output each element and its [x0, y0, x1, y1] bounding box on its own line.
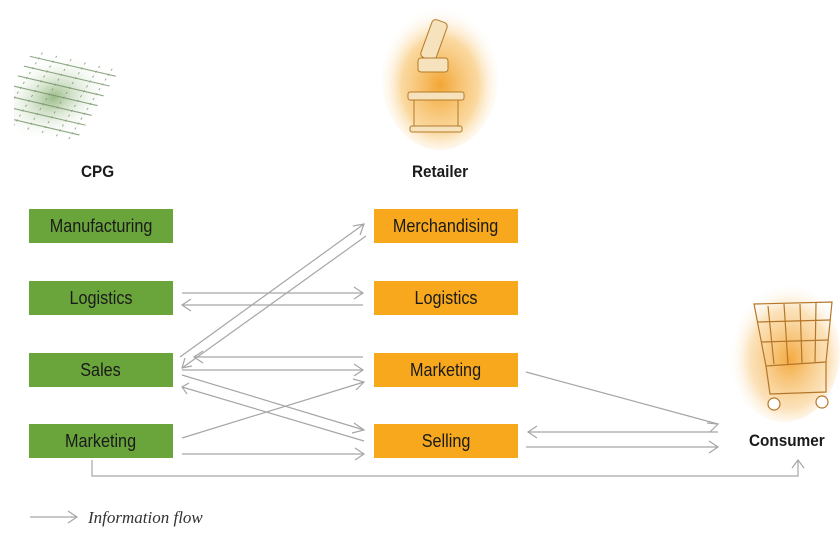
retailer-logistics-box: Logistics	[374, 281, 518, 315]
retailer-marketing-box: Marketing	[374, 353, 518, 387]
retailer-selling-box: Selling	[374, 424, 518, 458]
cpg-logistics-box: Logistics	[29, 281, 173, 315]
legend-arrow-icon	[30, 510, 79, 524]
cpg-logistics-label: Logistics	[69, 287, 133, 308]
arrow-merchandising-to-sales	[181, 235, 367, 369]
arrow-selling-to-sales	[181, 382, 365, 442]
cpg-marketing-box: Marketing	[29, 424, 173, 458]
arrow-sales-to-merchandising	[179, 223, 365, 358]
legend-label: Information flow	[88, 508, 203, 527]
arrow-consumer-to-selling	[526, 425, 718, 439]
cpg-manufacturing-box: Manufacturing	[29, 209, 173, 243]
arrow-sales-to-retailer-marketing	[182, 363, 365, 377]
shopping-cart-icon	[728, 282, 840, 422]
cpg-manufacturing-label: Manufacturing	[49, 215, 153, 236]
arrow-retailer-marketing-to-sales	[192, 350, 363, 364]
arrow-cpg-marketing-to-retailer-marketing	[181, 378, 366, 439]
retailer-logistics-label: Logistics	[414, 287, 478, 308]
circuit-grid-icon	[14, 48, 123, 144]
retailer-merchandising-label: Merchandising	[393, 215, 499, 236]
robot-arm-icon	[382, 6, 498, 150]
retailer-header: Retailer	[412, 162, 469, 181]
cpg-marketing-label: Marketing	[65, 430, 137, 451]
retailer-marketing-label: Marketing	[410, 359, 482, 380]
arrow-cpg-marketing-to-consumer	[91, 459, 805, 477]
arrow-retailer-logistics-to-cpg-logistics	[180, 298, 363, 312]
retailer-selling-label: Selling	[421, 430, 471, 451]
arrow-cpg-marketing-to-selling	[182, 447, 366, 461]
consumer-header: Consumer	[749, 431, 825, 450]
cpg-sales-label: Sales	[80, 359, 122, 380]
retailer-merchandising-box: Merchandising	[374, 209, 518, 243]
arrow-retailer-marketing-to-consumer	[525, 371, 720, 433]
arrow-sales-to-selling	[181, 374, 366, 434]
cpg-sales-box: Sales	[29, 353, 173, 387]
cpg-header: CPG	[81, 162, 115, 181]
arrow-cpg-logistics-to-retailer-logistics	[182, 286, 365, 300]
arrow-selling-to-consumer	[526, 440, 720, 454]
